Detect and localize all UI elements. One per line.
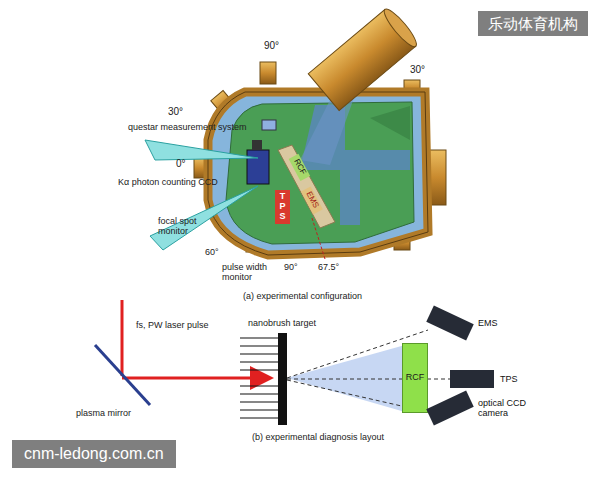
detector-label: EMS bbox=[478, 318, 498, 328]
chamber-wall bbox=[208, 92, 428, 255]
detector-body bbox=[426, 391, 473, 426]
questar-view-cone bbox=[145, 140, 258, 160]
watermark: 乐动体育机构 bbox=[478, 11, 588, 36]
ccd-view-cone bbox=[150, 186, 258, 250]
figure-caption: (b) experimental diagnosis layout bbox=[252, 432, 384, 442]
beam-line-cylinder bbox=[308, 6, 420, 111]
instrument-label: questar measurement system bbox=[128, 122, 247, 132]
angle-label: 90° bbox=[284, 262, 298, 272]
laser-beam bbox=[121, 300, 124, 376]
node-label: RCF bbox=[292, 158, 308, 177]
spectrometer-box: TPS bbox=[275, 190, 290, 224]
spectrometer-box: TPS bbox=[450, 370, 518, 388]
sight-lines bbox=[287, 330, 450, 412]
angle-label: 67.5° bbox=[318, 262, 339, 272]
target-label: nanobrush target bbox=[248, 318, 316, 328]
port bbox=[260, 62, 276, 84]
camera-box: optical CCD camera bbox=[428, 398, 540, 419]
film-stack: RCF bbox=[289, 154, 310, 181]
target-bar bbox=[278, 333, 287, 425]
beam-path bbox=[300, 95, 355, 165]
beam-band bbox=[300, 105, 410, 225]
beam-label: fs, PW laser pulse bbox=[136, 320, 209, 330]
instrument-label: Kα photon counting CCD bbox=[118, 177, 218, 187]
angle-label: 30° bbox=[410, 64, 425, 76]
instrument-label: pulse width monitor bbox=[222, 262, 276, 283]
optics bbox=[262, 120, 276, 130]
node-label: TPS bbox=[278, 192, 287, 222]
instrument-label: focal spot monitor bbox=[158, 216, 206, 237]
detector-body bbox=[450, 370, 494, 388]
nanobrush bbox=[240, 338, 278, 418]
detector-label: optical CCD camera bbox=[478, 398, 540, 419]
mirror-label: plasma mirror bbox=[76, 408, 131, 418]
plasma-mirror bbox=[95, 345, 150, 405]
angle-label: 0° bbox=[176, 158, 186, 170]
angle-label: 90° bbox=[264, 40, 279, 52]
detector-body bbox=[426, 306, 473, 341]
angle-label: 30° bbox=[168, 106, 183, 118]
spectrometer-box: EMS bbox=[428, 314, 498, 332]
detector-label: TPS bbox=[500, 374, 518, 384]
spectrometer-box: EMS bbox=[301, 186, 323, 214]
laser-beam bbox=[122, 377, 268, 380]
watermark: cnm-ledong.com.cn bbox=[12, 440, 176, 468]
floor-plate bbox=[370, 106, 410, 140]
target-chamber-device bbox=[247, 150, 269, 184]
angle-label: 60° bbox=[205, 247, 219, 257]
node-label: EMS bbox=[304, 190, 320, 210]
leader-line bbox=[312, 218, 325, 259]
chamber-outline bbox=[208, 92, 428, 255]
node-label: RCF bbox=[406, 373, 425, 383]
target-holder bbox=[252, 140, 262, 150]
film-stack: RCF bbox=[402, 343, 428, 413]
figure-caption: (a) experimental configuration bbox=[243, 291, 362, 301]
